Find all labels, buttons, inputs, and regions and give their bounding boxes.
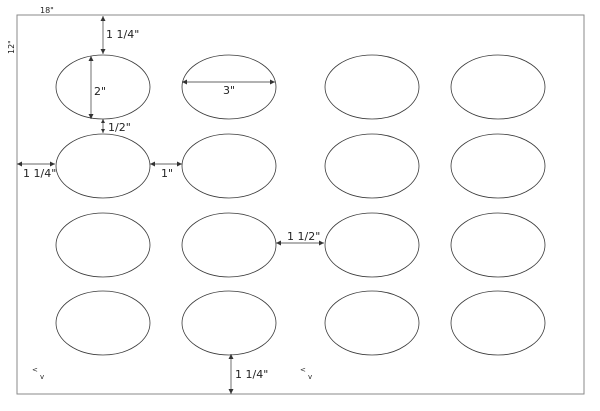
dimension-lines [17, 16, 324, 394]
label-oval-r2-c3 [324, 133, 420, 199]
bottom-margin-label: 1 1/4" [235, 368, 268, 381]
label-oval-r2-c1 [55, 133, 151, 199]
label-height-arrow-down [88, 114, 94, 119]
left-margin-label: 1 1/4" [23, 167, 56, 180]
label-oval-r2-c4 [450, 133, 546, 199]
right-mark-v: v [308, 373, 312, 381]
top-margin-label: 1 1/4" [106, 28, 139, 41]
sheet-height-label: 12" [7, 40, 16, 54]
label-height-arrow-up [88, 56, 94, 61]
label-oval-r3-c1 [55, 212, 151, 278]
horizontal-gap-label: 1" [161, 167, 173, 180]
label-oval-r1-c2 [181, 54, 277, 120]
label-oval-r3-c4 [450, 212, 546, 278]
center-gap-label: 1 1/2" [287, 230, 320, 243]
horizontal-gap-arrow-right [177, 161, 182, 167]
right-mark-lt: < [300, 366, 306, 374]
label-oval-r1-c3 [324, 54, 420, 120]
top-margin-arrow-up [100, 16, 106, 21]
label-oval-r2-c2 [181, 133, 277, 199]
label-oval-r4-c2 [181, 290, 277, 356]
label-width-arrow-left [182, 79, 187, 85]
label-width-label: 3" [223, 84, 235, 97]
left-mark-v: v [40, 373, 44, 381]
center-gap-arrow-left [276, 240, 281, 246]
bottom-margin-arrow-up [228, 354, 234, 359]
label-ovals [55, 54, 546, 356]
vertical-gap-label: 1/2" [108, 121, 131, 134]
label-oval-r4-c4 [450, 290, 546, 356]
label-height-label: 2" [94, 85, 106, 98]
label-oval-r4-c1 [55, 290, 151, 356]
bottom-margin-arrow-down [228, 389, 234, 394]
label-width-arrow-right [270, 79, 275, 85]
vertical-gap-arrow-up [101, 119, 105, 123]
left-margin-arrow-left [17, 161, 22, 167]
label-oval-r3-c3 [324, 212, 420, 278]
center-gap-arrow-right [319, 240, 324, 246]
vertical-gap-arrow-down [101, 129, 105, 133]
left-margin-arrow-right [50, 161, 55, 167]
label-oval-r1-c4 [450, 54, 546, 120]
label-oval-r4-c3 [324, 290, 420, 356]
sheet-width-label: 18" [40, 6, 54, 15]
left-mark-lt: < [32, 366, 38, 374]
top-margin-arrow-down [100, 49, 106, 54]
label-oval-r3-c2 [181, 212, 277, 278]
horizontal-gap-arrow-left [150, 161, 155, 167]
